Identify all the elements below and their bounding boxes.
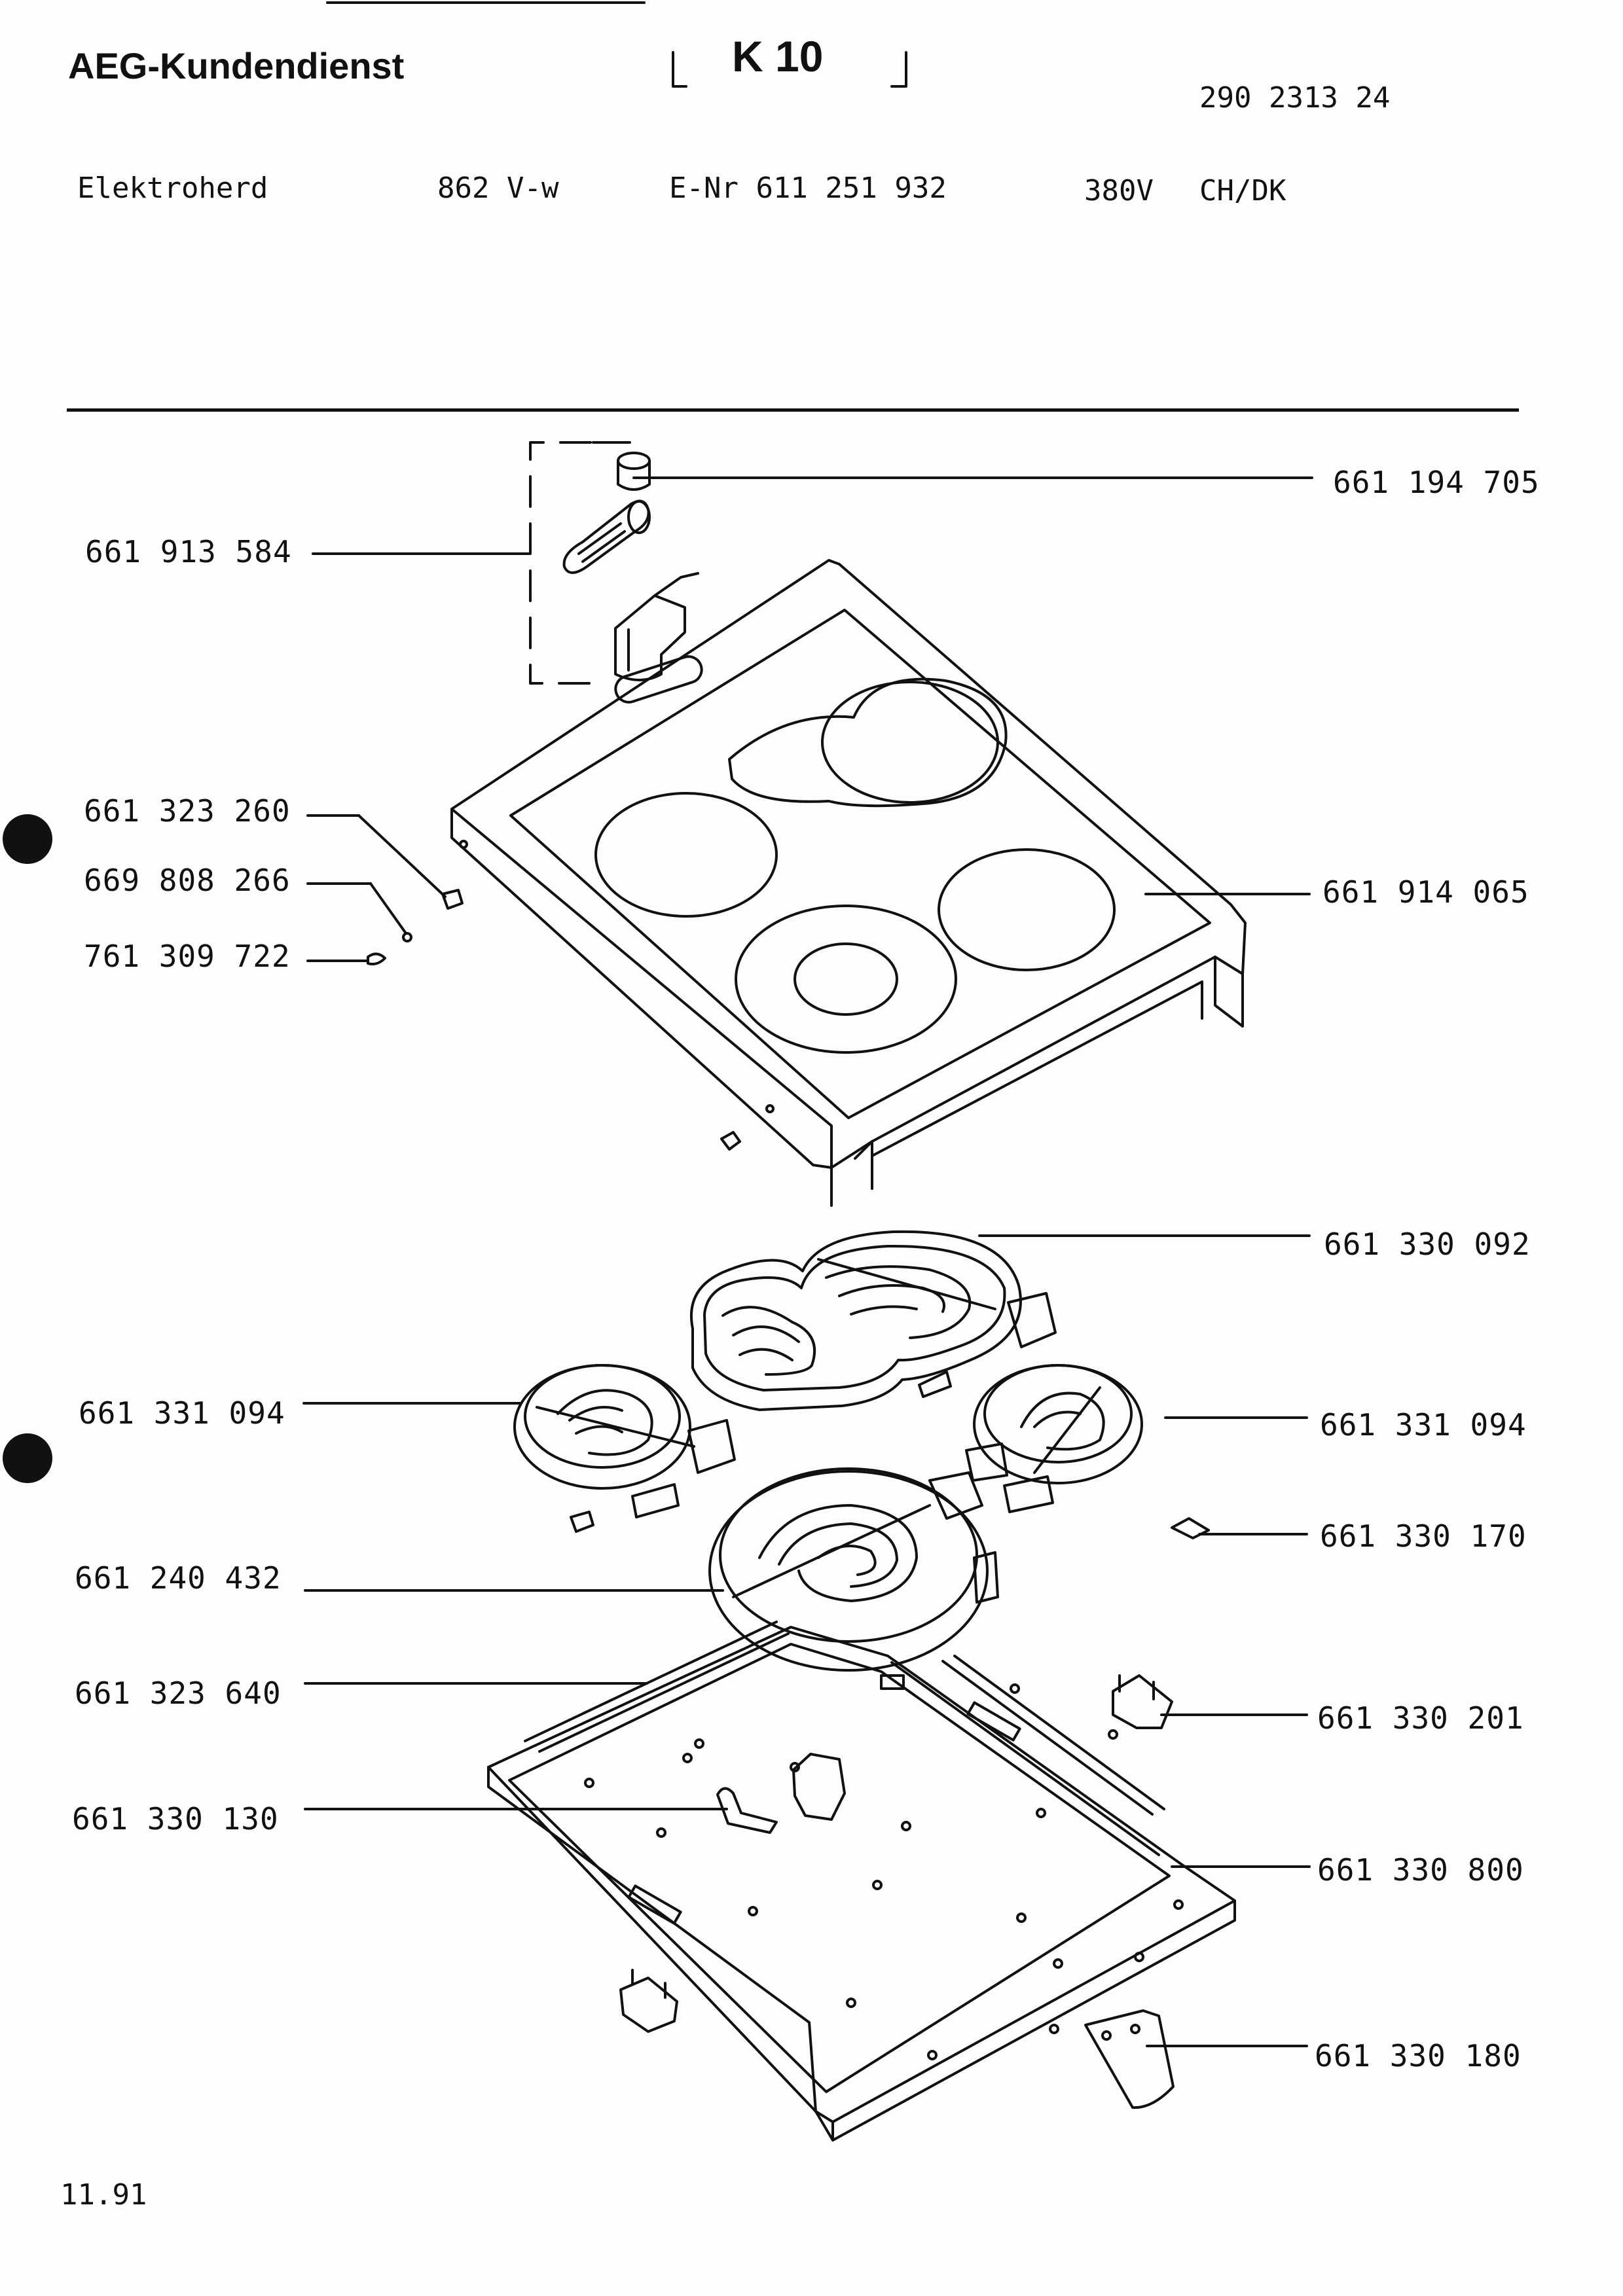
mounting-clip	[720, 1131, 741, 1151]
part-number-label: 661 194 705	[1333, 465, 1540, 500]
header-divider	[67, 408, 1519, 412]
model-number: 862 V-w	[437, 171, 559, 205]
e-number: E-Nr 611 251 932	[669, 171, 947, 205]
zone-front-center-inner	[793, 942, 898, 1016]
cooking-zone-markings	[594, 677, 1116, 1054]
code-bracket-left	[672, 51, 687, 88]
zone-rear-dual-circuit	[728, 677, 1008, 808]
appliance-type: Elektroherd	[77, 171, 268, 205]
part-number-label: 661 330 130	[72, 1801, 279, 1837]
part-number-label: 661 323 640	[75, 1676, 282, 1711]
zone-front-right	[938, 848, 1116, 971]
base-tray	[487, 1621, 1236, 2142]
part-number-label: 661 331 094	[1320, 1407, 1527, 1443]
spring-clip	[367, 952, 386, 965]
right-heating-element	[965, 1364, 1143, 1513]
punch-hole-mark	[3, 814, 52, 864]
country-code: CH/DK	[1199, 174, 1286, 207]
brand-title: AEG-Kundendienst	[68, 45, 405, 86]
leader-line	[369, 882, 407, 935]
control-cutout	[614, 655, 703, 704]
part-number-label: 661 914 065	[1322, 874, 1529, 910]
part-number-label: 661 330 201	[1317, 1700, 1524, 1736]
rear-heating-element	[689, 1230, 1057, 1411]
part-number-label: 661 331 094	[79, 1395, 285, 1431]
knob-switch-housing	[614, 572, 699, 681]
clamp-bracket	[716, 1787, 778, 1834]
leader-line	[357, 814, 447, 898]
control-knob-cap	[617, 452, 651, 491]
part-number-label: 661 330 092	[1324, 1227, 1531, 1262]
retaining-clip	[1171, 1517, 1210, 1539]
part-number-label: 661 240 432	[75, 1560, 282, 1596]
front-center-heating-element	[708, 1467, 999, 1672]
part-number-label: 661 913 584	[85, 534, 292, 569]
element-terminal-box	[928, 1471, 983, 1520]
cable-clip	[441, 889, 464, 910]
document-number: 290 2313 24	[1199, 81, 1391, 115]
part-number-label: 669 808 266	[84, 863, 291, 898]
part-number-label: 661 330 800	[1317, 1852, 1524, 1888]
element-terminal-box	[965, 1443, 1008, 1482]
part-number-label: 761 309 722	[84, 939, 291, 974]
zone-front-center-outer	[735, 905, 957, 1054]
bracket-plate	[792, 1753, 846, 1821]
element-terminal-box	[687, 1419, 736, 1474]
hob-frame	[450, 559, 1247, 1207]
punch-hole-mark	[3, 1433, 52, 1483]
terminal-block	[1112, 1674, 1173, 1729]
voltage: 380V	[1084, 174, 1154, 207]
screw	[402, 932, 412, 942]
control-knob	[562, 499, 651, 574]
sheet-code: K 10	[732, 32, 824, 81]
zone-front-left	[594, 792, 778, 918]
code-bracket-right	[890, 51, 907, 88]
part-number-label: 661 330 180	[1315, 2038, 1522, 2073]
kit-bracket	[529, 441, 592, 685]
terminal-block	[619, 1969, 678, 2033]
print-date: 11.91	[60, 2178, 147, 2212]
cable-bracket	[1084, 2009, 1175, 2109]
part-number-label: 661 330 170	[1320, 1518, 1527, 1554]
part-number-label: 661 323 260	[84, 793, 291, 829]
left-heating-element	[513, 1364, 736, 1533]
element-terminal-box	[1007, 1292, 1057, 1348]
